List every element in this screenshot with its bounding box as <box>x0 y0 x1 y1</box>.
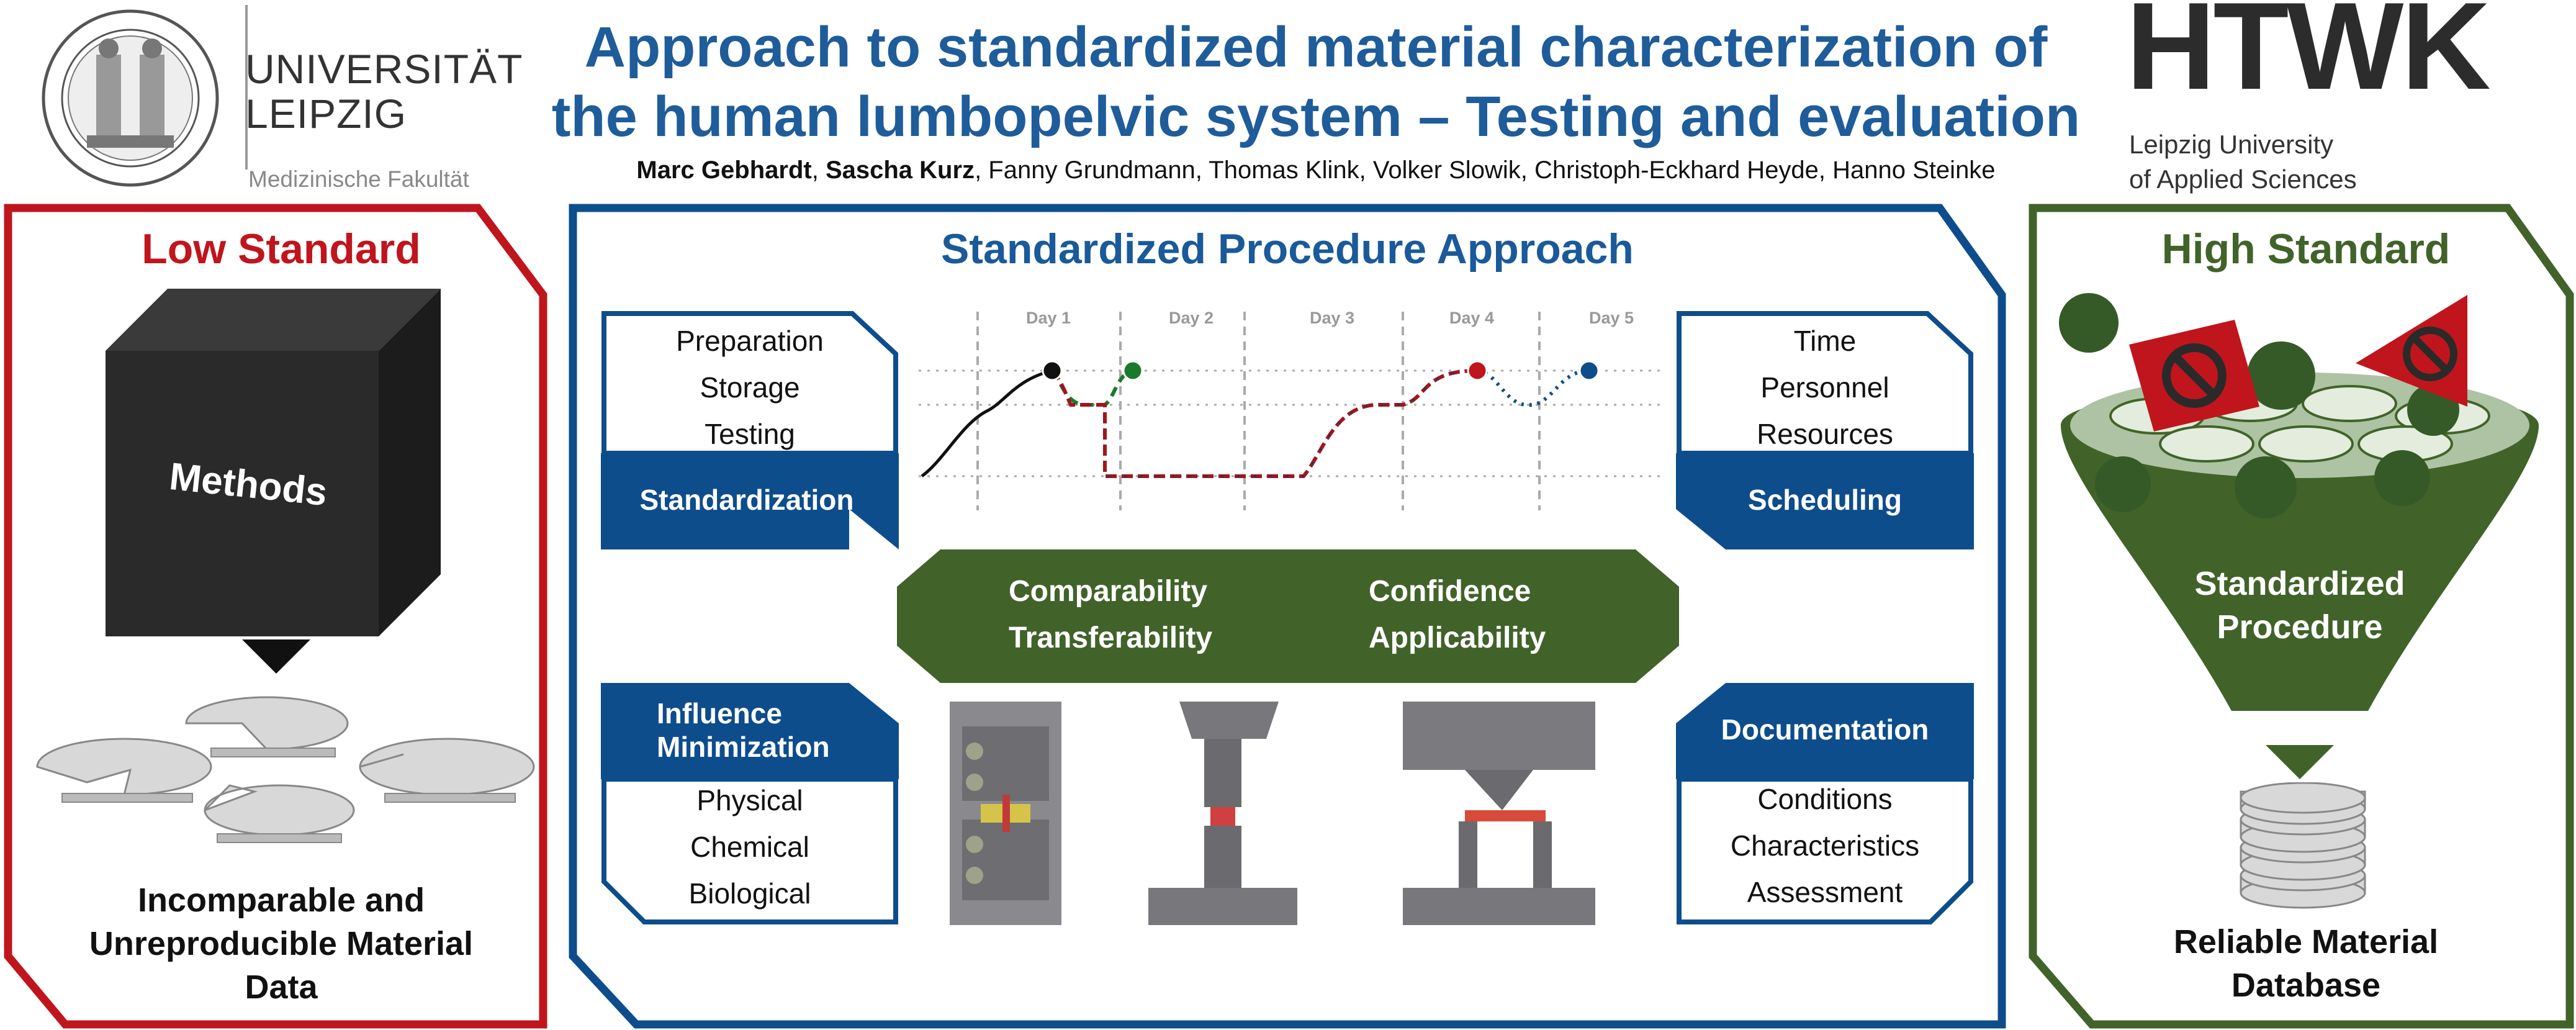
marker-day5 <box>1578 360 1600 381</box>
sphere-2 <box>2247 341 2315 410</box>
procedure-frame <box>569 204 2006 1029</box>
influence-label-line1: Influence <box>657 697 782 730</box>
band-confidence: Confidence <box>1369 575 1531 608</box>
authors: Marc Gebhardt, Sascha Kurz, Fanny Grundm… <box>540 156 2092 184</box>
low-standard-result: Incomparable and Unreproducible Material… <box>8 879 554 1009</box>
documentation-label: Documentation <box>1721 713 1929 746</box>
influence-item-chemical: Chemical <box>690 831 809 863</box>
funnel-label-line2: Procedure <box>2217 608 2383 646</box>
test-setup-3 <box>1403 702 1595 925</box>
rejected-triangle-icon <box>2356 295 2467 407</box>
documentation-items: Conditions Characteristics Assessment <box>1676 776 1974 916</box>
leipzig-faculty: Medizinische Fakultät <box>248 166 469 192</box>
author-1: Marc Gebhardt <box>636 156 812 184</box>
down-arrow-icon <box>242 639 310 674</box>
sphere-6 <box>2374 450 2430 506</box>
documentation-item-characteristics: Characteristics <box>1730 829 1920 862</box>
scheduling-label: Scheduling <box>1748 484 1902 516</box>
standardization-box <box>601 311 899 549</box>
funnel-illustration <box>2059 293 2539 711</box>
sphere-4 <box>2095 456 2151 512</box>
high-result-line2: Database <box>2231 967 2381 1004</box>
funnel-label: Standardized Procedure <box>2120 562 2480 649</box>
scheduling-item-resources: Resources <box>1757 418 1893 450</box>
marker-day2 <box>1122 360 1143 381</box>
htwk-logo: HTWK Leipzig University of Applied Scien… <box>2126 0 2560 199</box>
documentation-box <box>1676 683 1974 924</box>
standardization-items: Preparation Storage Testing <box>601 318 899 458</box>
scheduling-item-time: Time <box>1793 325 1857 357</box>
test-setup-illustrations <box>950 702 1595 925</box>
high-result-line1: Reliable Material <box>2173 923 2439 960</box>
methods-cube <box>106 289 441 636</box>
day-label-4: Day 4 <box>1449 309 1495 327</box>
standardization-item-storage: Storage <box>700 371 800 404</box>
standardization-item-testing: Testing <box>705 418 795 450</box>
authors-rest: , Fanny Grundmann, Thomas Klink, Volker … <box>975 156 1996 184</box>
leipzig-name-line1: UNIVERSITÄT <box>245 46 523 92</box>
test-setup-1 <box>950 702 1061 925</box>
standardization-label: Standardization <box>639 484 854 516</box>
main-curve <box>1050 369 1478 478</box>
marker-day4 <box>1467 360 1488 381</box>
influence-box <box>601 683 899 924</box>
band-applicability: Applicability <box>1369 621 1546 654</box>
influence-items: Physical Chemical Biological <box>601 777 899 917</box>
sample-stack-icon <box>2240 782 2366 909</box>
low-result-line2: Unreproducible Material <box>89 925 474 962</box>
test-setup-2 <box>1148 702 1297 925</box>
influence-label: Influence Minimization <box>657 697 830 764</box>
day-label-5: Day 5 <box>1589 309 1634 327</box>
storage-curve <box>921 369 1053 478</box>
scheduling-items: Time Personnel Resources <box>1676 318 1974 458</box>
day5-curve <box>1477 369 1590 407</box>
documentation-item-assessment: Assessment <box>1747 876 1903 908</box>
standardization-item-preparation: Preparation <box>676 325 824 357</box>
day2-curve <box>1050 369 1133 407</box>
documentation-item-conditions: Conditions <box>1757 783 1893 815</box>
band-comparability: Comparability <box>1009 575 1208 608</box>
rejected-cube-icon <box>2129 320 2259 431</box>
sphere-5 <box>2235 456 2297 518</box>
broken-samples-icon <box>36 696 535 843</box>
leipzig-logo: UNIVERSITÄT LEIPZIG Medizinische Fakultä… <box>37 5 522 192</box>
day-label-3: Day 3 <box>1310 309 1355 327</box>
sphere-1 <box>2059 293 2119 353</box>
influence-item-physical: Physical <box>696 784 803 816</box>
htwk-name: HTWK <box>2126 0 2491 115</box>
procedure-title: Standardized Procedure Approach <box>941 225 1634 273</box>
day-label-2: Day 2 <box>1169 309 1214 327</box>
poster-title-line1: Approach to standardized material charac… <box>584 16 2048 79</box>
funnel-label-line1: Standardized <box>2194 565 2405 602</box>
low-standard-frame <box>4 204 547 1029</box>
scheduling-box <box>1676 311 1974 549</box>
author-separator: , <box>811 156 826 184</box>
band-left-text: Comparability Transferability <box>1009 568 1212 661</box>
author-2: Sascha Kurz <box>825 156 975 184</box>
poster-title-line2: the human lumbopelvic system – Testing a… <box>551 85 2081 148</box>
influence-label-line2: Minimization <box>657 731 830 763</box>
high-standard-result: Reliable Material Database <box>2033 920 2576 1007</box>
high-standard-frame <box>2029 204 2574 1029</box>
low-result-line3: Data <box>245 969 318 1006</box>
influence-item-biological: Biological <box>688 877 811 910</box>
high-standard-title: High Standard <box>2161 225 2451 273</box>
funnel-arrow-icon <box>2266 745 2334 779</box>
poster-title: Approach to standardized material charac… <box>540 12 2092 151</box>
scheduling-item-personnel: Personnel <box>1760 371 1889 404</box>
day-label-1: Day 1 <box>1026 309 1071 327</box>
band-right-text: Confidence Applicability <box>1369 568 1546 661</box>
outcome-band <box>897 549 1679 683</box>
low-result-line1: Incomparable and <box>137 882 425 919</box>
schedule-timeline <box>919 312 1664 510</box>
university-seal-icon <box>42 9 219 187</box>
band-transferability: Transferability <box>1009 621 1213 654</box>
low-standard-title: Low Standard <box>142 225 421 273</box>
htwk-sub-line2: of Applied Sciences <box>2129 165 2357 194</box>
marker-day1 <box>1042 360 1063 381</box>
leipzig-name-line2: LEIPZIG <box>245 91 407 137</box>
htwk-sub-line1: Leipzig University <box>2129 130 2334 159</box>
